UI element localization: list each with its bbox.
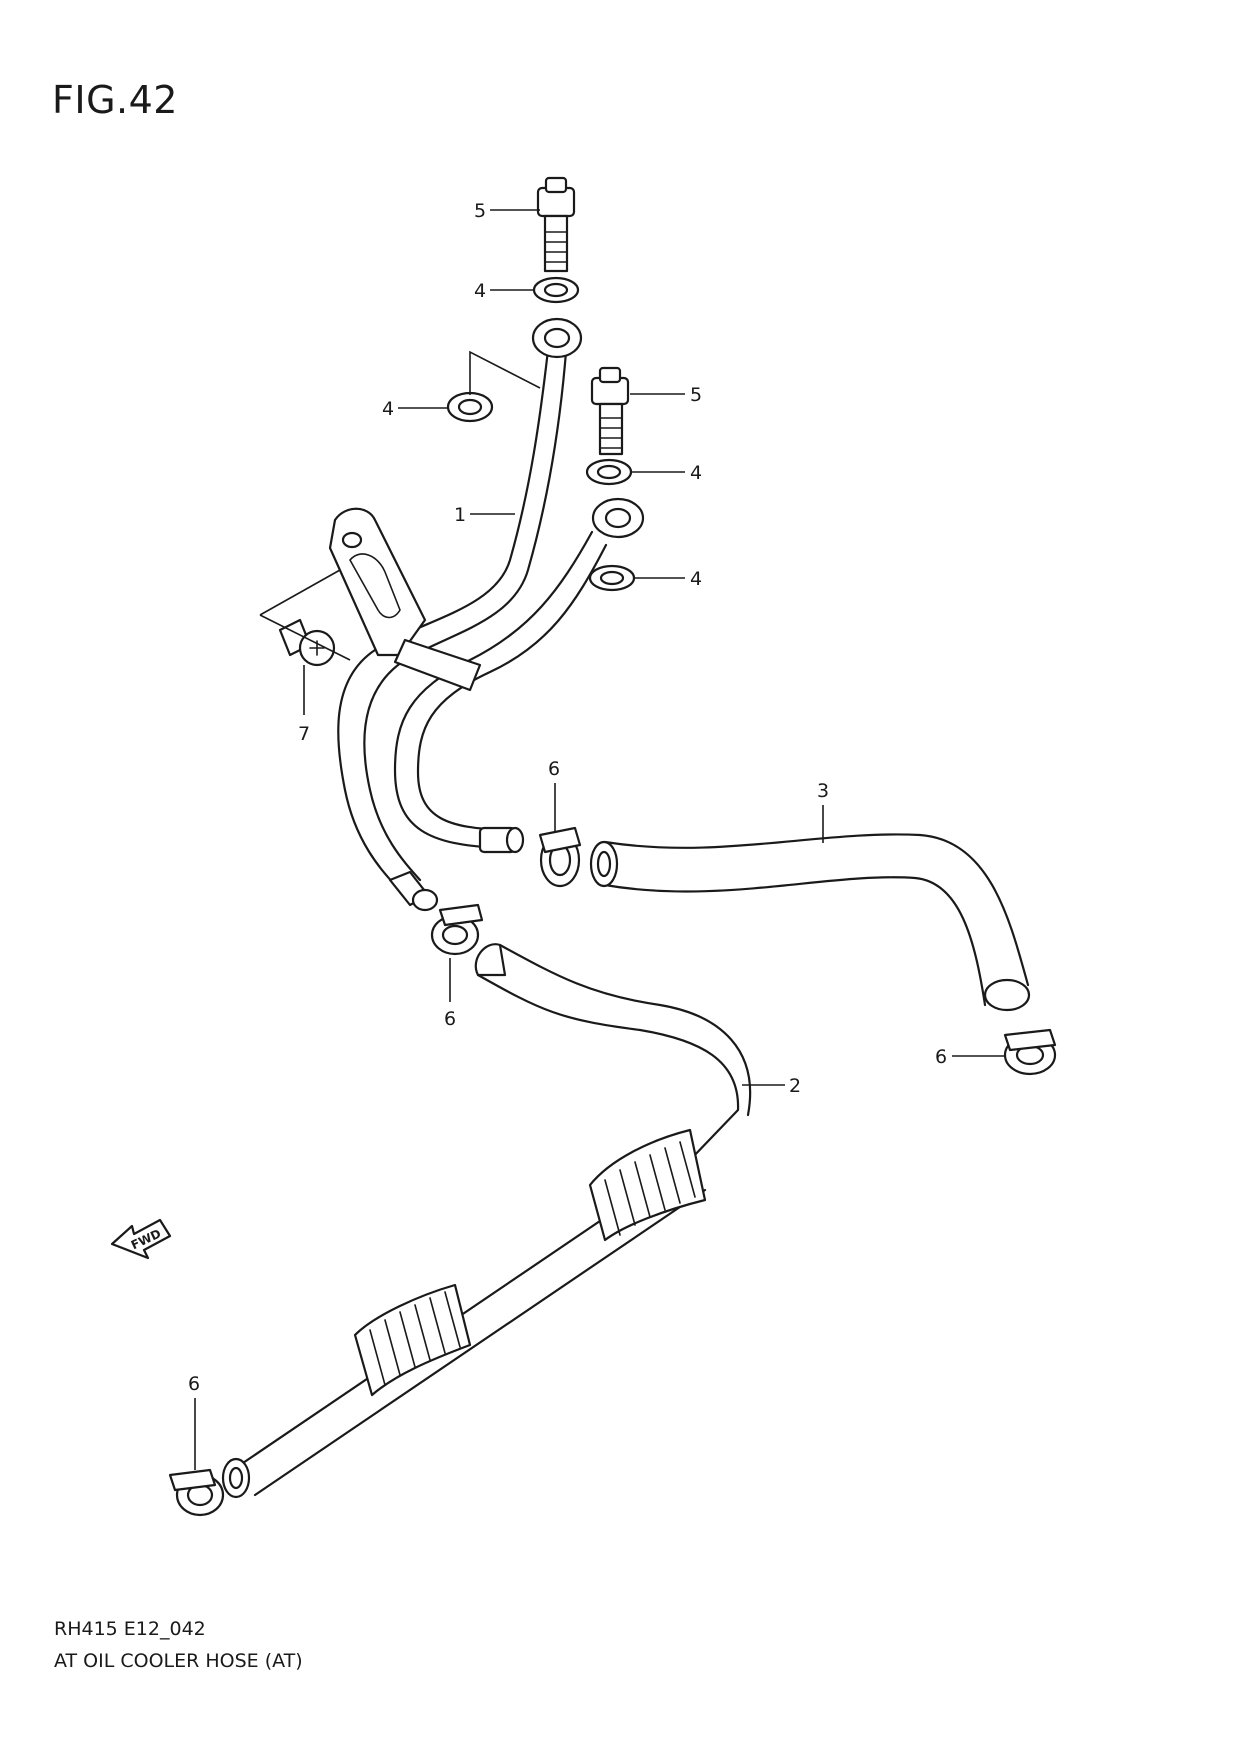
clamp-6-right[interactable] <box>1003 1028 1057 1076</box>
callout-6-mid: 6 <box>548 758 560 833</box>
svg-text:4: 4 <box>382 398 394 420</box>
callout-7: 7 <box>298 665 310 745</box>
svg-text:5: 5 <box>474 200 486 222</box>
hose-2[interactable] <box>221 943 752 1499</box>
clamp-6-lower[interactable] <box>430 903 484 956</box>
callout-3: 3 <box>817 780 829 843</box>
bolt-7[interactable] <box>259 569 351 667</box>
svg-text:1: 1 <box>454 504 466 526</box>
washer-4-left[interactable] <box>446 391 494 423</box>
bracket <box>328 507 482 692</box>
callout-1: 1 <box>454 504 515 526</box>
washer-4-right-a[interactable] <box>585 458 633 486</box>
svg-text:4: 4 <box>474 280 486 302</box>
svg-text:6: 6 <box>188 1373 200 1395</box>
svg-text:5: 5 <box>690 384 702 406</box>
bolt-5-right[interactable] <box>590 366 630 456</box>
callout-4-left: 4 <box>382 350 541 420</box>
hose-3[interactable] <box>589 833 1031 1012</box>
svg-text:7: 7 <box>298 723 310 745</box>
callout-5-top: 5 <box>474 200 540 222</box>
svg-text:2: 2 <box>789 1075 801 1097</box>
bolt-5-top[interactable] <box>536 176 576 273</box>
callout-4-right-b: 4 <box>634 568 702 590</box>
svg-text:6: 6 <box>444 1008 456 1030</box>
washer-4-top[interactable] <box>532 276 580 304</box>
callouts: 5 4 4 5 4 1 4 7 <box>188 200 1005 1470</box>
figure-code: RH415 E12_042 <box>54 1618 206 1640</box>
callout-6-lower: 6 <box>444 958 456 1030</box>
clamp-6-mid[interactable] <box>538 826 582 888</box>
svg-text:6: 6 <box>548 758 560 780</box>
fwd-arrow-icon: FWD <box>110 1218 172 1260</box>
callout-6-bottom: 6 <box>188 1373 200 1470</box>
svg-text:6: 6 <box>935 1046 947 1068</box>
svg-text:4: 4 <box>690 568 702 590</box>
washer-4-right-b[interactable] <box>588 564 636 592</box>
pipe-2-upper[interactable] <box>393 497 645 854</box>
callout-4-top: 4 <box>474 280 534 302</box>
callout-5-right: 5 <box>630 384 702 406</box>
callout-2: 2 <box>742 1075 801 1097</box>
figure-caption: AT OIL COOLER HOSE (AT) <box>54 1650 303 1672</box>
clamp-6-bottom[interactable] <box>168 1468 225 1517</box>
figure-title: FIG.42 <box>52 78 178 122</box>
svg-text:4: 4 <box>690 462 702 484</box>
svg-text:3: 3 <box>817 780 829 802</box>
callout-6-right: 6 <box>935 1046 1005 1068</box>
callout-4-right-a: 4 <box>631 462 702 484</box>
